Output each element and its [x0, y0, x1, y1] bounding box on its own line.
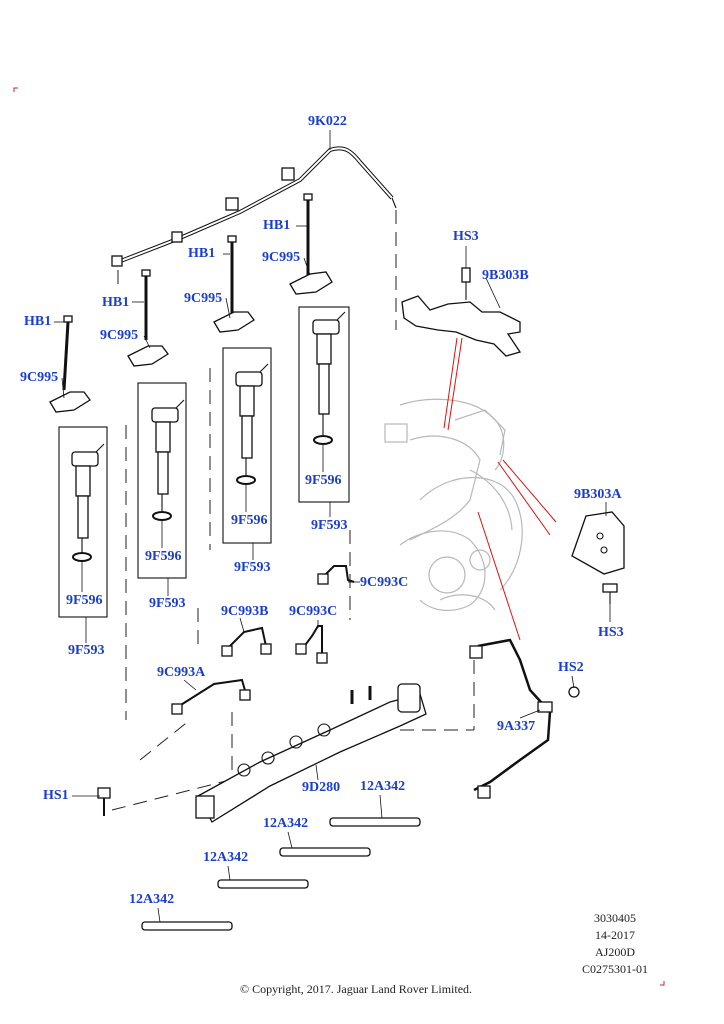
callout-9c995-c[interactable]: 9C995 — [184, 291, 223, 306]
callout-9c995-b[interactable]: 9C995 — [100, 328, 139, 343]
copyright-notice: © Copyright, 2017. Jaguar Land Rover Lim… — [239, 982, 473, 996]
assembly-dash-lines — [111, 210, 475, 811]
document-info: 3030405 14-2017 AJ200D C0275301-01 — [575, 910, 655, 978]
engine-code: AJ200D — [594, 945, 635, 959]
illustration-id: C0275301-01 — [582, 962, 648, 976]
injector-4 — [312, 311, 346, 445]
supply-pipe — [469, 638, 580, 799]
fuel-pump-ghost — [384, 398, 523, 612]
callout-9f593-2[interactable]: 9F593 — [149, 596, 186, 611]
callout-9d280[interactable]: 9D280 — [302, 780, 341, 795]
callout-12a342-2[interactable]: 12A342 — [263, 816, 309, 831]
callout-hb1-c[interactable]: HB1 — [188, 246, 216, 261]
callout-9f596-2[interactable]: 9F596 — [145, 549, 182, 564]
callout-9c993c-lower[interactable]: 9C993C — [289, 604, 338, 619]
callout-9f593-1[interactable]: 9F593 — [68, 643, 105, 658]
callout-9f593-4[interactable]: 9F593 — [311, 518, 348, 533]
callout-9f596-1[interactable]: 9F596 — [66, 593, 103, 608]
injector-pipes — [171, 565, 355, 715]
injector-3 — [235, 363, 269, 485]
callout-9c995-a[interactable]: 9C995 — [20, 370, 59, 385]
callout-9c993a[interactable]: 9C993A — [157, 665, 206, 680]
injector-1 — [71, 443, 105, 562]
figure-number: 3030405 — [594, 911, 636, 925]
hs1-bolt — [97, 787, 111, 816]
fuel-rail — [195, 683, 427, 823]
clamps — [49, 271, 333, 413]
injector-harness — [111, 146, 397, 267]
callout-9c993b[interactable]: 9C993B — [221, 604, 269, 619]
callout-hb1-a[interactable]: HB1 — [24, 314, 52, 329]
callout-9f596-4[interactable]: 9F596 — [305, 473, 342, 488]
leader-lines — [54, 130, 611, 923]
callout-9c993c-upper[interactable]: 9C993C — [360, 575, 409, 590]
callout-hb1-d[interactable]: HB1 — [263, 218, 291, 233]
injector-2 — [151, 399, 185, 521]
bracket-9b303a — [571, 511, 625, 604]
callout-hs2[interactable]: HS2 — [558, 660, 584, 675]
callout-12a342-4[interactable]: 12A342 — [129, 892, 175, 907]
callout-9a337[interactable]: 9A337 — [497, 719, 536, 734]
callout-9f593-3[interactable]: 9F593 — [234, 560, 271, 575]
mounting-reference-lines — [443, 337, 557, 641]
callout-12a342-3[interactable]: 12A342 — [203, 850, 249, 865]
callout-12a342-1[interactable]: 12A342 — [360, 779, 406, 794]
callout-hb1-b[interactable]: HB1 — [102, 295, 130, 310]
callout-9b303b[interactable]: 9B303B — [482, 268, 529, 283]
callout-hs3-right[interactable]: HS3 — [598, 625, 624, 640]
corner-marks — [13, 87, 665, 986]
callout-hs1[interactable]: HS1 — [43, 788, 69, 803]
callout-9f596-3[interactable]: 9F596 — [231, 513, 268, 528]
callout-hs3-top[interactable]: HS3 — [453, 229, 479, 244]
callout-9k022[interactable]: 9K022 — [308, 114, 347, 129]
glow-plugs — [141, 817, 421, 931]
callout-9c995-d[interactable]: 9C995 — [262, 250, 301, 265]
injector-group-boxes — [58, 306, 350, 618]
model-year: 14-2017 — [595, 928, 635, 942]
callout-9b303a[interactable]: 9B303A — [574, 487, 622, 502]
